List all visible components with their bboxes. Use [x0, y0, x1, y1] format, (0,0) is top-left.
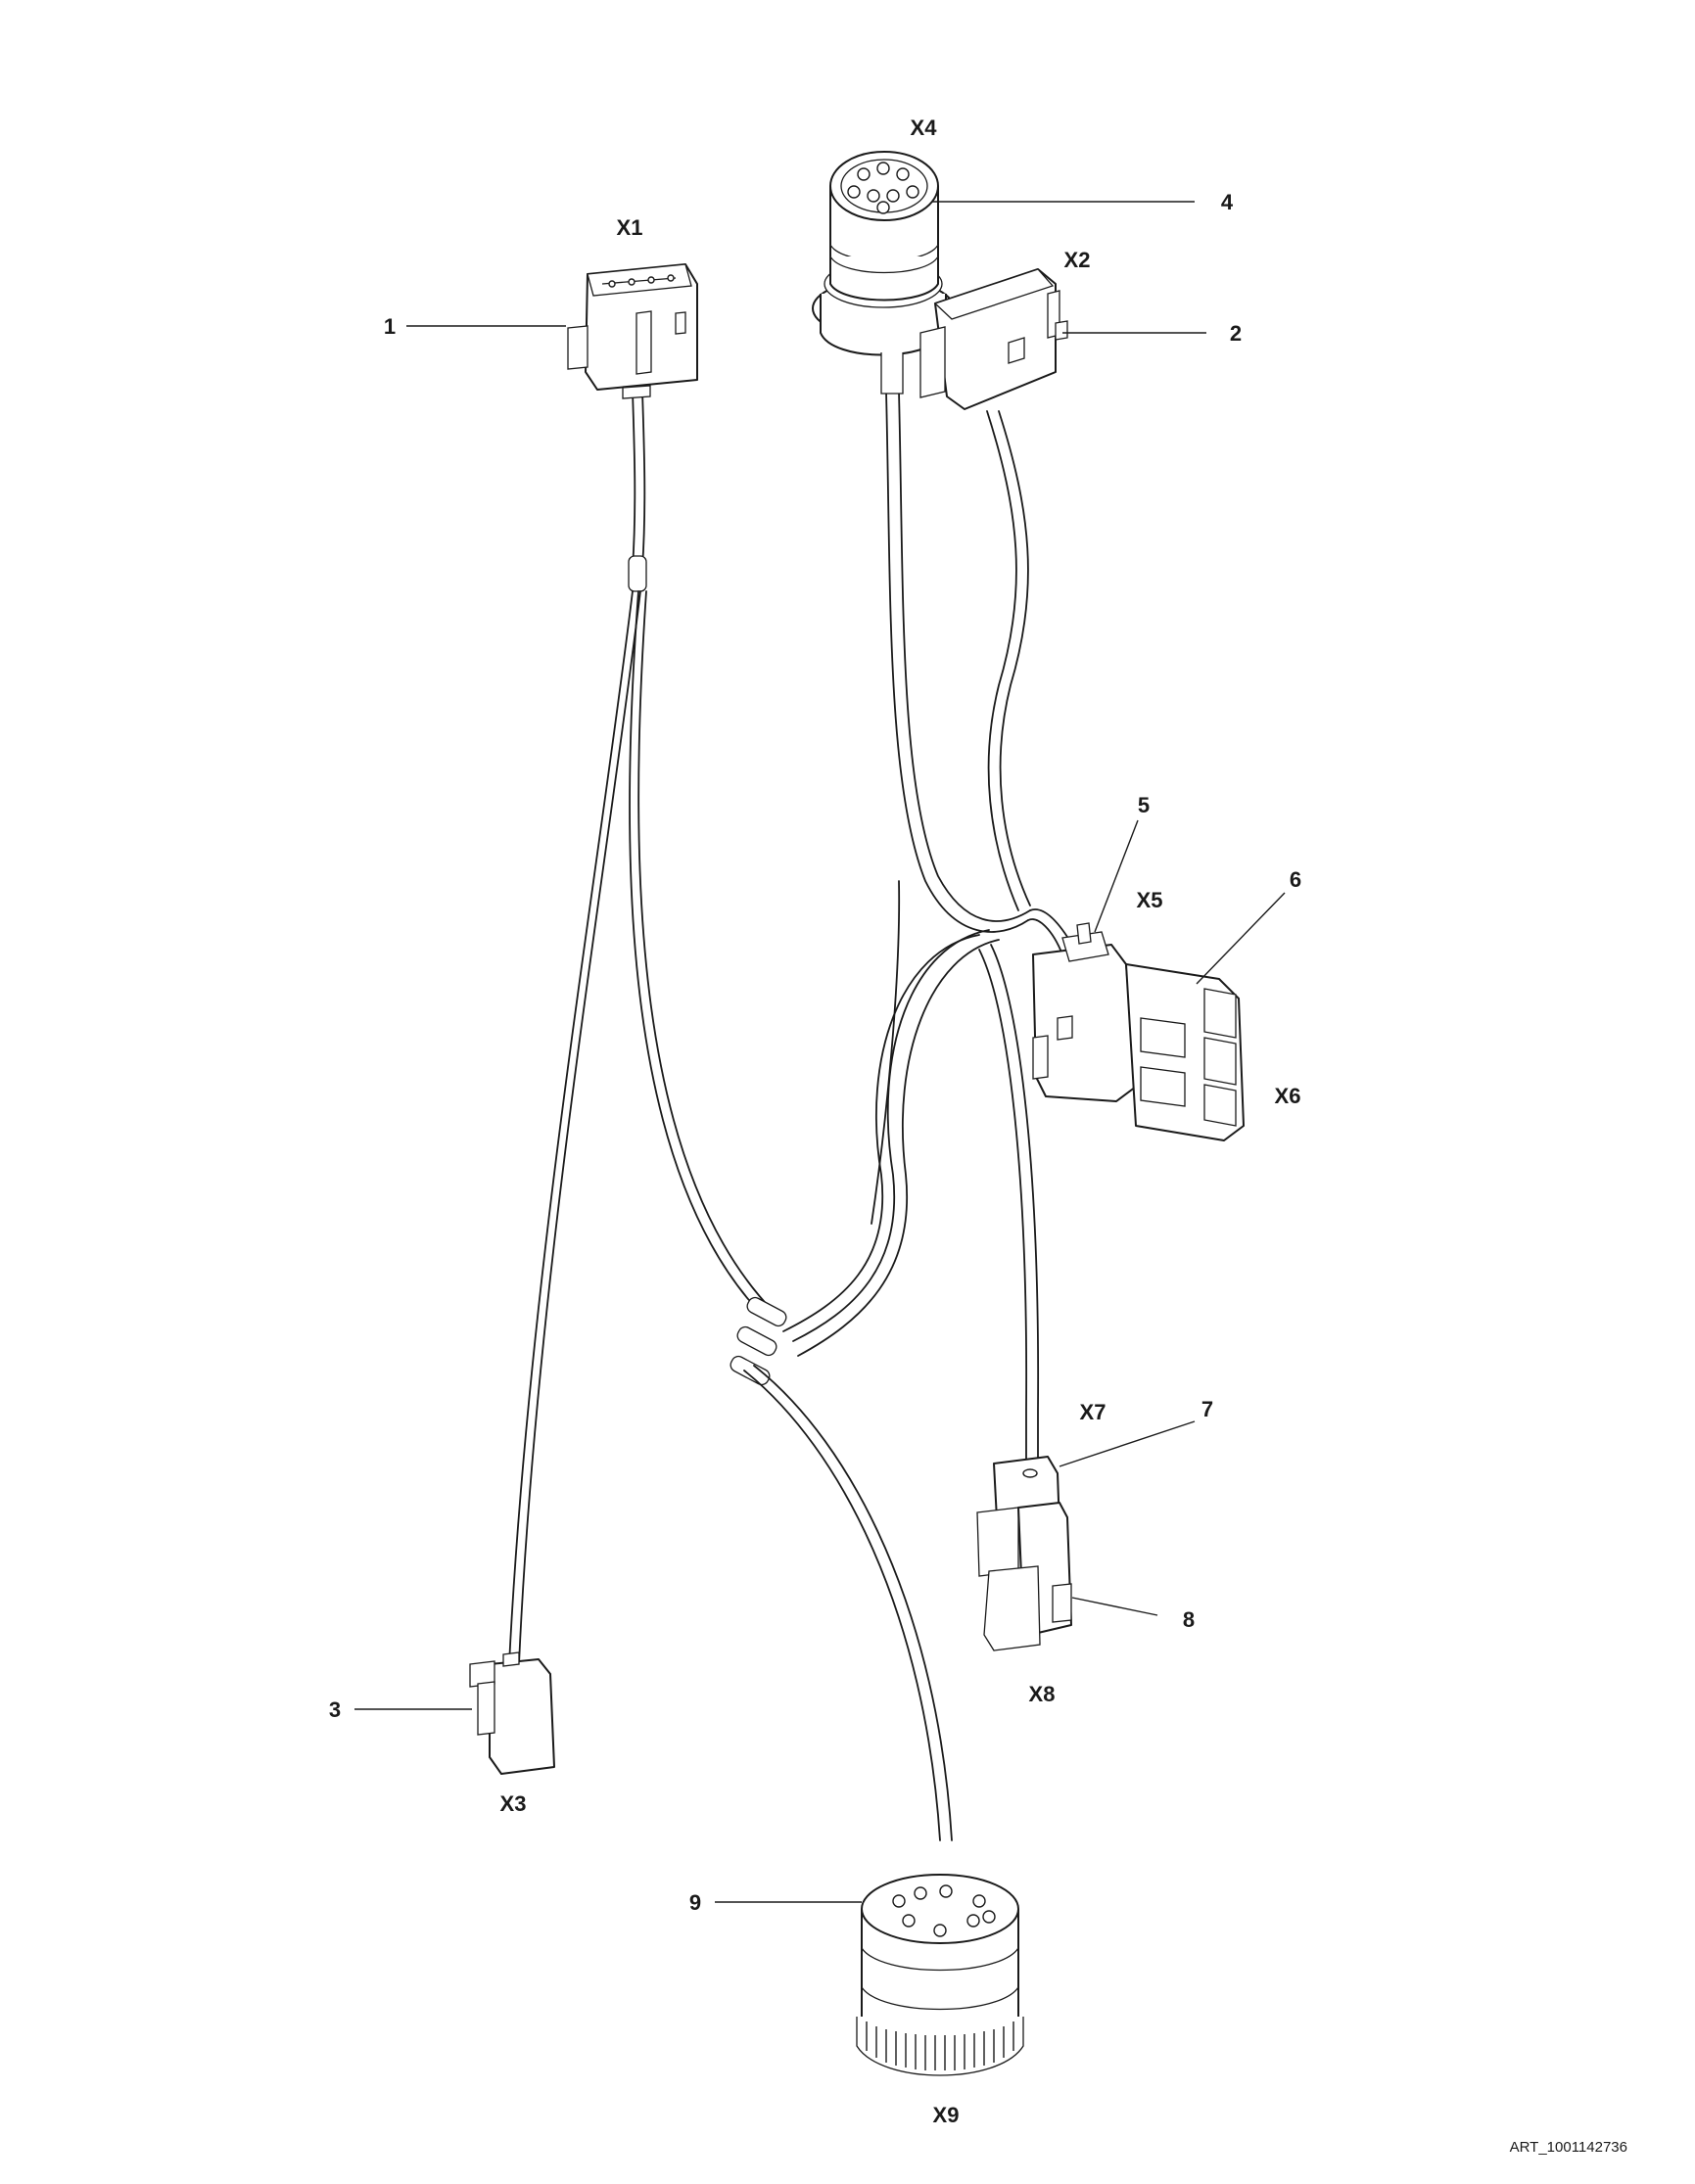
- connector-x6: [1125, 963, 1245, 1141]
- x9-pin-3: [972, 1894, 986, 1908]
- x9-pin-4: [902, 1914, 916, 1928]
- label-x5: X5: [1137, 888, 1163, 912]
- pin-1: [608, 280, 616, 288]
- leader-5: [1094, 819, 1139, 933]
- label-x4: X4: [911, 116, 938, 140]
- x4-pin-4: [847, 185, 861, 199]
- callout-numbers: 1 2 3 4 5 6 7 8 9: [329, 190, 1301, 1915]
- leader-7: [1059, 1420, 1196, 1467]
- x9-pin-1: [892, 1894, 906, 1908]
- callout-9: 9: [689, 1890, 701, 1915]
- splice-sleeve-b: [736, 1325, 777, 1357]
- pin-3: [647, 276, 655, 284]
- callout-1: 1: [384, 314, 396, 339]
- connector-x4: [812, 151, 955, 395]
- callout-8: 8: [1183, 1607, 1195, 1632]
- connector-labels: X1 X2 X3 X4 X5 X6 X7 X8 X9: [500, 116, 1301, 2127]
- connector-x3: [469, 1651, 555, 1775]
- art-number: ART_1001142736: [1510, 2139, 1627, 2156]
- x4-pin-5: [867, 189, 880, 203]
- x9-knurl: [866, 2021, 1014, 2070]
- x4-pin-7: [906, 185, 919, 199]
- x7-latch: [976, 1507, 1019, 1577]
- x4-pin-6: [886, 189, 900, 203]
- callout-6: 6: [1290, 867, 1301, 892]
- label-x2: X2: [1064, 248, 1091, 272]
- connector-x1: [567, 263, 698, 399]
- x9-pin-7: [982, 1910, 996, 1924]
- connector-x9: [856, 1874, 1024, 2076]
- label-x8: X8: [1029, 1682, 1056, 1706]
- x4-pin-1: [857, 167, 871, 181]
- splice-sleeve-a: [746, 1296, 787, 1327]
- callout-7: 7: [1201, 1397, 1213, 1421]
- x9-pin-6: [966, 1914, 980, 1928]
- x4-pin-8: [876, 201, 890, 214]
- callout-5: 5: [1138, 793, 1150, 817]
- label-x6: X6: [1275, 1084, 1301, 1108]
- callout-leaders: [354, 201, 1286, 1903]
- splice-sleeve-c: [730, 1355, 771, 1386]
- connector-x5: [1032, 922, 1137, 1102]
- leader-8: [1071, 1597, 1158, 1616]
- x1-latch: [567, 325, 589, 370]
- x9-pin-8: [939, 1884, 953, 1898]
- leader-6: [1196, 892, 1286, 985]
- label-x3: X3: [500, 1791, 527, 1816]
- callout-4: 4: [1221, 190, 1234, 214]
- x4-pin-3: [896, 167, 910, 181]
- callout-3: 3: [329, 1697, 341, 1722]
- splice-sleeve-upper: [628, 555, 647, 592]
- label-x1: X1: [617, 215, 643, 240]
- x9-pin-2: [914, 1886, 927, 1900]
- callout-2: 2: [1230, 321, 1242, 346]
- connector-x8: [983, 1502, 1072, 1651]
- x4-pin-2: [876, 162, 890, 175]
- connector-x2: [919, 268, 1068, 410]
- x2-latch: [919, 326, 946, 398]
- pin-4: [667, 274, 675, 282]
- label-x7: X7: [1080, 1400, 1106, 1424]
- x9-pin-5: [933, 1924, 947, 1937]
- harness-wires: [508, 391, 1073, 1841]
- pin-2: [628, 278, 636, 286]
- label-x9: X9: [933, 2103, 960, 2127]
